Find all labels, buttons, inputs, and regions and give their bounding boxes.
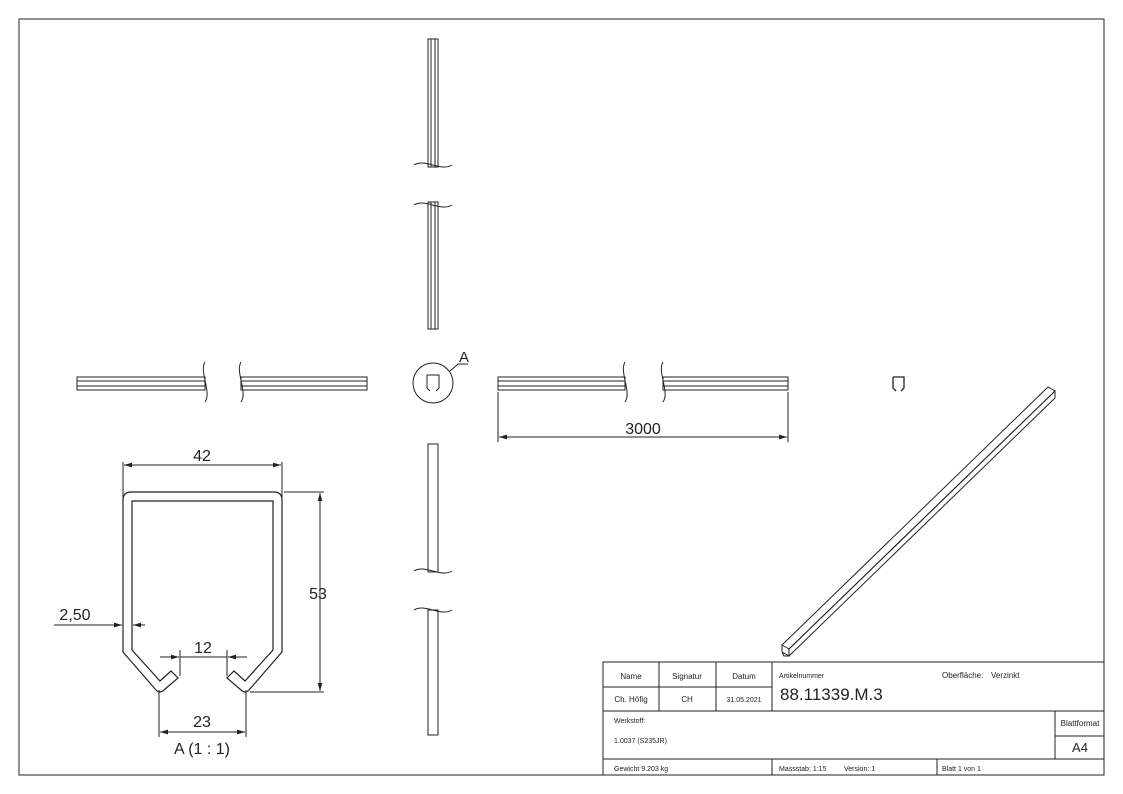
height-dimension [250,491,324,693]
tb-surface-value: Verzinkt [991,671,1020,680]
slot-inner-dimension-label: 12 [194,640,212,657]
tb-article-number: 88.11339.M.3 [780,685,883,704]
tb-scale: Massstab: 1:15 [779,766,827,773]
right-horizontal-view [497,361,789,442]
title-block [602,661,1105,776]
width-dimension-label: 42 [193,448,211,465]
tb-sheet: Blatt 1 von 1 [942,766,981,773]
slot-outer-dimension [158,690,247,737]
bottom-vertical-view [413,443,453,736]
tb-weight: Gewicht 9.203 kg [614,766,668,773]
tb-surface-label: Oberfläche: [942,671,983,680]
wall-dimension-label: 2,50 [59,607,90,624]
tb-format-label: Blattformat [1061,719,1100,728]
tb-article-label: Artikelnummer [779,673,825,680]
tb-material-label: Werkstoff: [614,718,645,725]
sheet-border [18,18,1105,776]
tb-format-value: A4 [1072,740,1088,755]
left-horizontal-view [76,361,368,403]
slot-inner-dimension [160,650,247,676]
tb-name-label: Name [620,672,642,681]
tb-date-value: 31.05.2021 [726,697,761,704]
height-dimension-label: 53 [309,586,327,603]
end-profile-small [892,376,905,392]
isometric-view [781,386,1056,657]
tb-signature-value: CH [681,695,693,704]
detail-callout-label: A [459,349,469,366]
slot-outer-dimension-label: 23 [193,714,211,731]
tb-name-value: Ch. Höfig [614,695,647,704]
detail-caption: A (1 : 1) [174,741,230,758]
tb-material-value: 1.0037 (S235JR) [614,738,667,745]
section-detail-circle [412,362,468,404]
top-vertical-view [413,38,453,330]
tb-version: Version: 1 [844,766,875,773]
detail-a-profile [122,491,283,693]
tb-date-label: Datum [732,672,756,681]
width-dimension [122,462,283,498]
tb-signature-label: Signatur [672,672,702,681]
length-dimension-label: 3000 [625,421,661,438]
